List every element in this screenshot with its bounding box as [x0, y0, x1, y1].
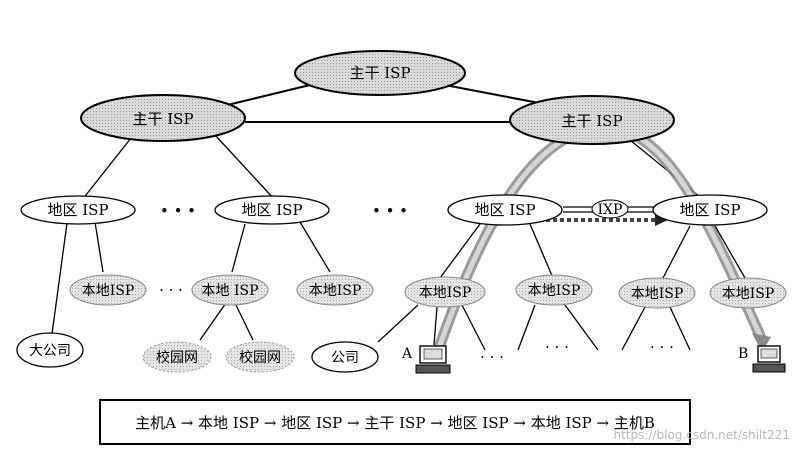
svg-text:本地ISP: 本地ISP [82, 283, 135, 299]
ixp-node: IXP [591, 199, 629, 219]
ellipsis-dots-5: · · · [545, 338, 569, 356]
local-isp-6: 本地ISP [618, 277, 696, 309]
watermark: https://blog.csdn.net/shilt221 [614, 428, 791, 442]
host-a-label: A [401, 346, 413, 362]
host-b-computer-icon [752, 345, 786, 373]
ellipsis-dots-4: · · · [480, 348, 504, 366]
backbone-isp-top: 主干 ISP [294, 50, 466, 96]
svg-text:本地 ISP: 本地 ISP [202, 283, 259, 299]
backbone-isp-left: 主干 ISP [80, 94, 246, 142]
svg-text:校园网: 校园网 [239, 349, 281, 366]
svg-text:主干 ISP: 主干 ISP [561, 112, 622, 130]
svg-text:本地ISP: 本地ISP [528, 283, 581, 299]
svg-text:本地ISP: 本地ISP [631, 286, 684, 302]
regional-isp-3: 地区 ISP [447, 194, 563, 226]
svg-text:主干 ISP: 主干 ISP [349, 64, 410, 82]
campus-network-1: 校园网 [142, 341, 212, 373]
ellipsis-dots-2: • • • [372, 202, 408, 220]
regional-isp-4: 地区 ISP [652, 194, 768, 226]
local-isp-4: 本地ISP [404, 276, 486, 308]
ellipsis-dots-3: · · · [159, 281, 183, 299]
svg-text:地区 ISP: 地区 ISP [679, 201, 740, 219]
local-isp-3: 本地ISP [296, 274, 374, 306]
svg-text:大公司: 大公司 [29, 343, 71, 359]
svg-text:校园网: 校园网 [156, 349, 198, 366]
campus-network-2: 校园网 [225, 341, 295, 373]
svg-text:本地ISP: 本地ISP [309, 283, 362, 299]
local-isp-1: 本地ISP [69, 274, 147, 306]
path-caption-box: 主机A → 本地 ISP → 地区 ISP → 主干 ISP → 地区 ISP … [99, 399, 691, 445]
regional-isp-1: 地区 ISP [20, 195, 136, 225]
regional-isp-2: 地区 ISP [214, 195, 330, 225]
ellipsis-dots-6: · · · [650, 338, 674, 356]
big-company-node: 大公司 [16, 332, 84, 368]
local-isp-7: 本地ISP [709, 277, 787, 309]
ellipsis-dots-1: • • • [160, 202, 196, 220]
host-a-computer-icon [415, 345, 451, 374]
svg-text:本地ISP: 本地ISP [419, 285, 472, 301]
backbone-isp-right: 主干 ISP [509, 95, 675, 145]
local-isp-5: 本地ISP [515, 274, 593, 306]
path-caption: 主机A → 本地 ISP → 地区 ISP → 主干 ISP → 地区 ISP … [135, 414, 655, 432]
svg-text:主干 ISP: 主干 ISP [132, 110, 193, 128]
svg-text:地区 ISP: 地区 ISP [47, 201, 108, 219]
company-node: 公司 [311, 341, 379, 373]
host-b-label: B [738, 346, 748, 362]
local-isp-2: 本地 ISP [191, 274, 269, 306]
svg-text:地区 ISP: 地区 ISP [241, 201, 302, 219]
svg-text:地区 ISP: 地区 ISP [474, 201, 535, 219]
svg-text:公司: 公司 [331, 350, 359, 366]
svg-text:本地ISP: 本地ISP [722, 286, 775, 302]
route-path-arrow [434, 121, 771, 352]
svg-text:IXP: IXP [598, 202, 623, 218]
